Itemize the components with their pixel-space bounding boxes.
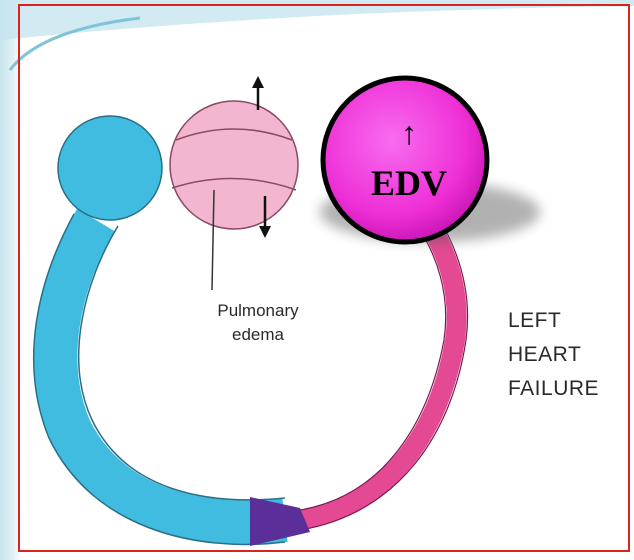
slide-frame (18, 4, 630, 552)
